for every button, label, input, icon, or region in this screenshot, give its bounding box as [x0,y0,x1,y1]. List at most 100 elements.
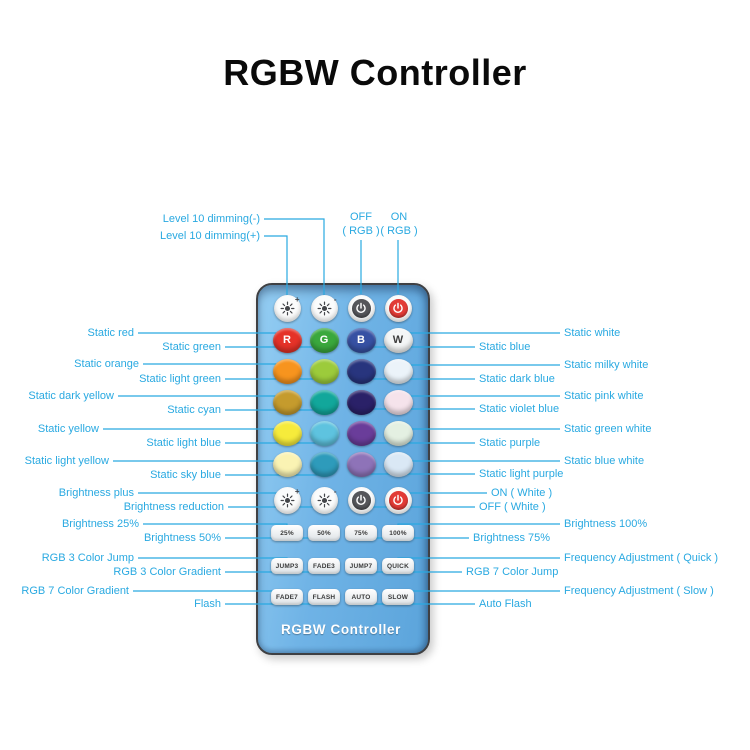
static-light-purple-button[interactable] [346,451,376,477]
static-light-yellow-button[interactable] [272,451,302,477]
static-light-blue-button[interactable] [309,420,339,446]
static-dark-yellow-button[interactable] [272,389,302,415]
static-blue-white-button[interactable] [383,451,413,477]
callout-static-light-purple: Static light purple [479,468,564,480]
callout-on-white: ON ( White ) [491,487,553,499]
off-white-button[interactable] [347,486,375,514]
dim-plus-button[interactable]: + [273,294,301,322]
off-rgb-button[interactable] [347,294,375,322]
dim-minus-button[interactable]: - [310,294,338,322]
static-milky-white-button[interactable] [383,358,413,384]
page-title: RGBW Controller [223,52,527,93]
static-orange-button[interactable] [272,358,302,384]
brightness-plus-button[interactable]: + [273,486,301,514]
brightness-50-button[interactable]: 50% [308,525,340,541]
callout-rgb-3-color-jump: RGB 3 Color Jump [41,552,134,564]
sun-icon [317,493,331,507]
brightness-reduction-button[interactable]: - [310,486,338,514]
callout-flash: Flash [194,598,221,610]
callout-static-purple: Static purple [479,437,541,449]
brightness-25-button[interactable]: 25% [271,525,303,541]
static-red-button[interactable]: R [272,327,302,353]
power-disc [388,490,408,510]
static-green-button[interactable]: G [309,327,339,353]
static-blue-button[interactable]: B [346,327,376,353]
callout-brightness-50: Brightness 50% [143,532,221,544]
button-letter: G [319,334,329,346]
power-disc [351,490,371,510]
callout-static-green: Static green [162,341,221,353]
power-icon [356,302,366,314]
button-letter: R [283,334,291,346]
callout-static-milky-white: Static milky white [564,359,649,371]
flash-button[interactable]: FLASH [308,589,340,605]
callout-frequency-adjustment-quick: Frequency Adjustment ( Quick ) [564,552,719,564]
callout-static-light-blue: Static light blue [146,437,221,449]
callout-static-violet-blue: Static violet blue [479,403,560,415]
auto-button[interactable]: AUTO [345,589,377,605]
static-pink-white-button[interactable] [383,389,413,415]
callout-static-orange: Static orange [74,358,139,370]
static-sky-blue-button[interactable] [309,451,339,477]
brightness-75-button[interactable]: 75% [345,525,377,541]
on-white-button[interactable] [384,486,412,514]
sun-icon [280,493,294,507]
callout-off-rgb: OFF( RGB ) [342,211,380,237]
callout-brightness-plus: Brightness plus [58,487,134,499]
callout-static-yellow: Static yellow [37,423,99,435]
button-letter: B [357,334,365,346]
callout-on-rgb: ON( RGB ) [380,211,418,237]
callout-static-sky-blue: Static sky blue [150,469,221,481]
callout-brightness-25: Brightness 25% [61,518,139,530]
brightness-100-button[interactable]: 100% [382,525,414,541]
callout-frequency-adjustment-slow: Frequency Adjustment ( Slow ) [564,585,714,597]
callout-static-cyan: Static cyan [167,404,221,416]
on-rgb-button[interactable] [384,294,412,322]
power-icon [356,494,366,506]
callout-static-white: Static white [564,327,621,339]
static-green-white-button[interactable] [383,420,413,446]
callout-static-pink-white: Static pink white [564,390,644,402]
static-white-button[interactable]: W [383,327,413,353]
power-disc [351,298,371,318]
callout-brightness-75: Brightness 75% [473,532,551,544]
sun-icon [317,301,331,315]
static-dark-blue-button[interactable] [346,358,376,384]
fade3-button[interactable]: FADE3 [308,558,340,574]
sun-sign: - [333,294,337,304]
callout-static-green-white: Static green white [564,423,652,435]
callout-static-dark-yellow: Static dark yellow [28,390,114,402]
static-violet-blue-button[interactable] [346,389,376,415]
jump3-button[interactable]: JUMP3 [271,558,303,574]
callout-rgb-7-color-gradient: RGB 7 Color Gradient [21,585,129,597]
fade7-button[interactable]: FADE7 [271,589,303,605]
sun-sign: + [294,486,300,496]
callout-static-red: Static red [87,327,134,339]
sun-icon [280,301,294,315]
callout-static-dark-blue: Static dark blue [479,373,555,385]
callout-off-white: OFF ( White ) [479,501,546,513]
callout-static-blue-white: Static blue white [564,455,645,467]
callout-static-light-green: Static light green [139,373,221,385]
callout-static-blue: Static blue [479,341,531,353]
static-light-green-button[interactable] [309,358,339,384]
callout-auto-flash: Auto Flash [479,598,532,610]
power-disc [388,298,408,318]
button-letter: W [392,334,404,346]
callout-brightness-reduction: Brightness reduction [123,501,224,513]
quick-button[interactable]: QUICK [382,558,414,574]
jump7-button[interactable]: JUMP7 [345,558,377,574]
static-cyan-button[interactable] [309,389,339,415]
sun-sign: + [294,294,300,304]
static-yellow-button[interactable] [272,420,302,446]
remote-brand-label: RGBW Controller [281,622,401,637]
static-purple-button[interactable] [346,420,376,446]
callout-rgb-3-color-gradient: RGB 3 Color Gradient [113,566,221,578]
power-icon [393,302,403,314]
power-icon [393,494,403,506]
callout-level-10-dimming-minus: Level 10 dimming(-) [162,213,260,225]
slow-button[interactable]: SLOW [382,589,414,605]
